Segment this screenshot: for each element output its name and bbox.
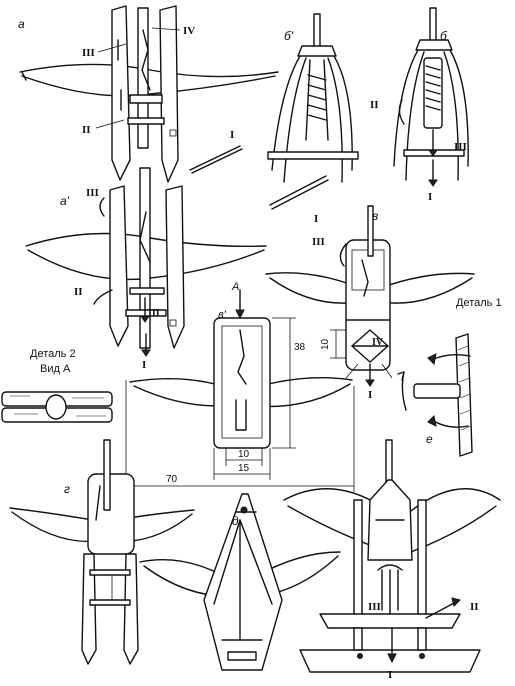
marker-III-e: III	[368, 601, 381, 613]
marker-I-b-prime: I	[314, 213, 318, 225]
detail-2-drawing	[1, 391, 113, 423]
marker-III-a-prime: III	[86, 187, 99, 199]
dim-38: 38	[294, 342, 306, 353]
figure-b-prime	[267, 13, 359, 210]
label-a: а	[18, 17, 25, 31]
label-b: б	[440, 29, 448, 43]
dim-10-horizontal: 10	[238, 449, 250, 460]
marker-II-e: II	[470, 601, 479, 613]
figure-g	[9, 439, 195, 665]
marker-I-a: I	[230, 129, 234, 141]
marker-II-b: II	[370, 99, 379, 111]
marker-IV-v: IV	[372, 337, 384, 348]
marker-III-v: III	[312, 236, 325, 248]
figure-d	[139, 493, 341, 671]
label-v-prime: в'	[218, 309, 227, 321]
figure-b	[393, 7, 469, 187]
marker-I-e: I	[388, 669, 392, 681]
marker-III-a: III	[82, 47, 95, 59]
figure-a-prime	[25, 167, 267, 357]
detail-1-drawing	[397, 333, 473, 457]
label-g: г	[64, 482, 70, 496]
dim-10-vertical: 10	[320, 338, 331, 350]
label-b-prime: б'	[284, 29, 294, 43]
label-d: д	[232, 514, 239, 528]
view-arrow-A: А	[231, 281, 239, 293]
figure-v-prime	[129, 289, 353, 480]
detail-2-view-label: Вид А	[40, 363, 71, 375]
marker-III-b: III	[454, 141, 467, 153]
dim-15: 15	[238, 463, 250, 474]
marker-IV-a: IV	[183, 25, 195, 37]
figure-v	[265, 205, 475, 387]
marker-I-v: I	[368, 389, 372, 401]
detail-1-label: Деталь 1	[456, 297, 502, 309]
marker-I-a-prime: I	[142, 359, 146, 371]
label-a-prime: а'	[60, 194, 70, 208]
figure-e	[283, 439, 501, 673]
dim-70: 70	[166, 474, 178, 485]
marker-II-a-prime: II	[74, 286, 83, 298]
label-e: е	[426, 432, 433, 446]
label-v: в	[372, 209, 378, 223]
detail-2-label: Деталь 2	[30, 348, 76, 360]
marker-II-a: II	[82, 124, 91, 136]
marker-I-b: I	[428, 191, 432, 203]
figure-a	[19, 5, 279, 183]
marker-III-a-prime-low: III	[148, 308, 160, 319]
